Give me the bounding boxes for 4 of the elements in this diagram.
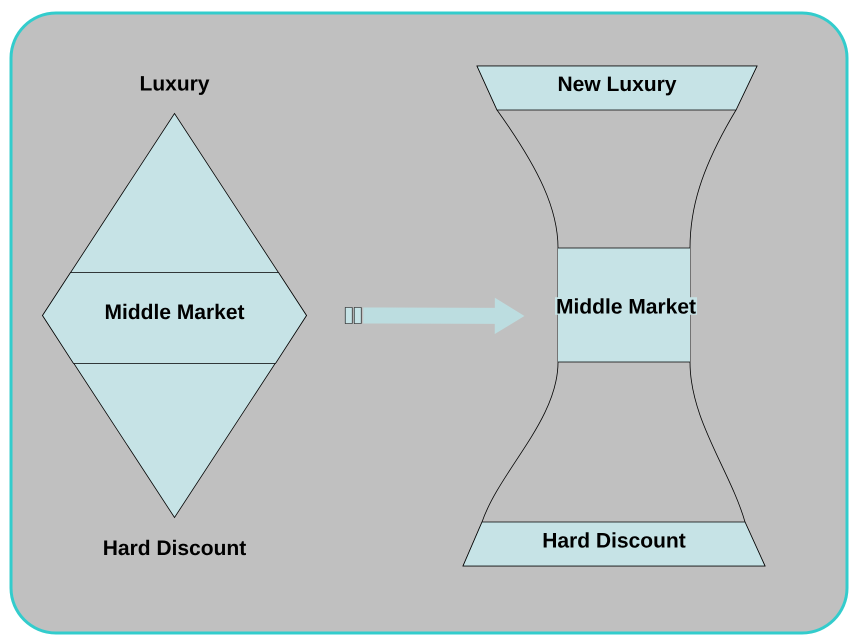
band: Middle Market — [555, 248, 698, 362]
shape-caption: Hard Discount — [104, 540, 246, 556]
shape-caption: Luxury — [140, 76, 210, 95]
band: Middle Market — [42, 272, 307, 364]
